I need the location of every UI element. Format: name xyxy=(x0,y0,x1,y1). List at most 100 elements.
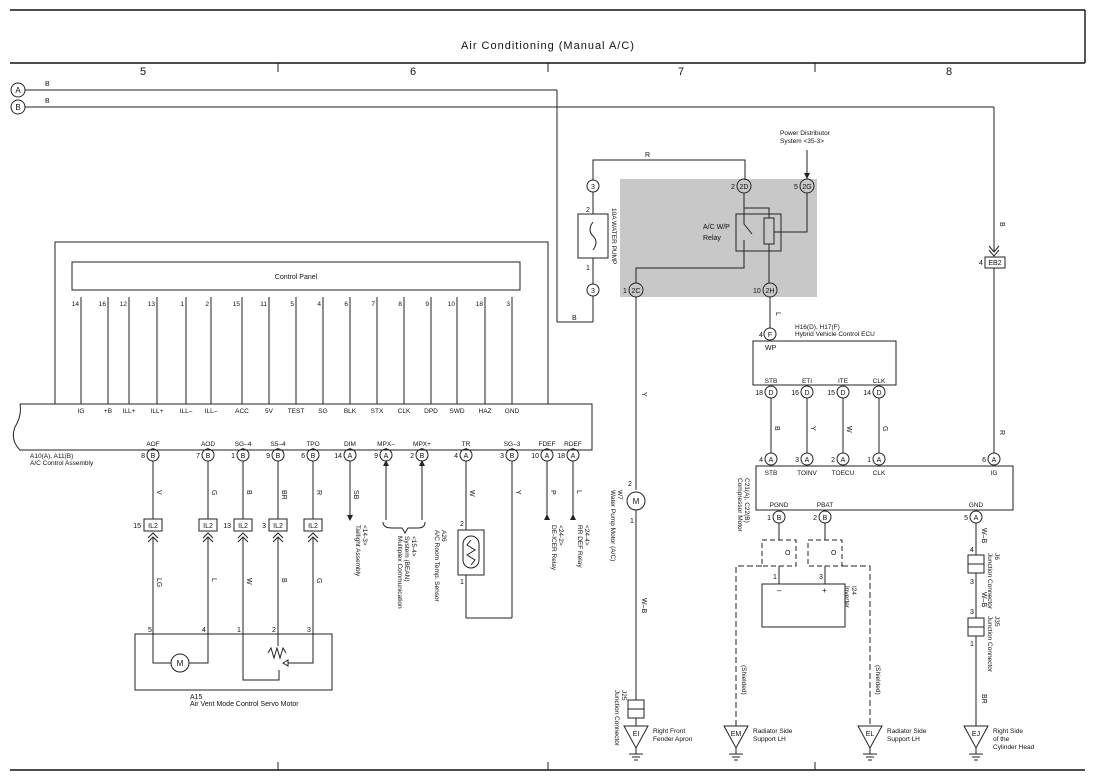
svg-text:RR DEF Relay: RR DEF Relay xyxy=(576,525,583,568)
svg-text:1: 1 xyxy=(623,288,627,295)
svg-text:1: 1 xyxy=(630,518,634,525)
svg-text:B: B xyxy=(773,426,780,431)
column-7: 7 xyxy=(678,66,684,78)
svg-text:4: 4 xyxy=(454,453,458,460)
svg-text:2G: 2G xyxy=(802,184,811,191)
svg-text:Hybrid Vehicle Control ECU: Hybrid Vehicle Control ECU xyxy=(795,331,875,338)
svg-text:2: 2 xyxy=(205,301,209,308)
svg-text:15: 15 xyxy=(133,523,141,530)
svg-text:W–B: W–B xyxy=(980,528,987,544)
svg-text:B: B xyxy=(998,222,1005,227)
svg-text:8: 8 xyxy=(398,301,402,308)
svg-text:ILL+: ILL+ xyxy=(123,408,136,415)
svg-text:3: 3 xyxy=(970,579,974,586)
svg-text:Support LH: Support LH xyxy=(753,736,786,743)
svg-text:Relay: Relay xyxy=(703,235,721,242)
svg-text:B: B xyxy=(45,81,50,88)
svg-text:2H: 2H xyxy=(766,288,775,295)
svg-text:V: V xyxy=(155,490,162,495)
junction-connectors: W–B 4 3 J6 Junction Connector W–B 3 1 J3… xyxy=(967,523,1000,726)
svg-text:6: 6 xyxy=(301,453,305,460)
svg-text:A: A xyxy=(841,457,846,464)
svg-text:IG: IG xyxy=(991,470,998,477)
svg-text:2: 2 xyxy=(586,207,590,214)
ac-wp-relay: 2D 2 2G 5 2C 1 2H 10 A/C W/P Relay Power… xyxy=(623,130,831,298)
ac-control-name: A/C Control Assembly xyxy=(30,460,94,467)
svg-text:G: G xyxy=(315,578,322,583)
svg-text:4: 4 xyxy=(970,547,974,554)
svg-text:DE-ICER Relay: DE-ICER Relay xyxy=(550,525,557,571)
bus-b: B B xyxy=(10,98,995,252)
svg-text:7: 7 xyxy=(196,453,200,460)
svg-text:16: 16 xyxy=(791,390,799,397)
svg-text:A: A xyxy=(974,515,979,522)
svg-text:3: 3 xyxy=(307,627,311,634)
svg-text:ITE: ITE xyxy=(838,378,849,385)
svg-text:3: 3 xyxy=(506,301,510,308)
svg-text:A: A xyxy=(384,453,389,460)
svg-text:5: 5 xyxy=(290,301,294,308)
svg-text:PGND: PGND xyxy=(770,502,789,509)
svg-text:EB2: EB2 xyxy=(988,260,1001,267)
svg-text:SB: SB xyxy=(352,490,359,500)
svg-text:2: 2 xyxy=(410,453,414,460)
svg-text:3: 3 xyxy=(795,457,799,464)
svg-text:ILL–: ILL– xyxy=(205,408,218,415)
svg-text:6: 6 xyxy=(344,301,348,308)
svg-text:DPD: DPD xyxy=(424,408,438,415)
svg-text:Compressor Motor: Compressor Motor xyxy=(736,478,743,533)
hybrid-vehicle-ecu: L F 4 WP H16(D), H17(F) Hybrid Vehicle C… xyxy=(752,297,897,453)
svg-text:1: 1 xyxy=(586,265,590,272)
svg-text:SG–4: SG–4 xyxy=(235,441,252,448)
fuse-water-pump: R 3 3 2 1 10A WATER PUMP B xyxy=(572,152,746,322)
svg-text:B: B xyxy=(777,515,782,522)
svg-text:7: 7 xyxy=(371,301,375,308)
svg-text:B: B xyxy=(45,98,50,105)
svg-text:W: W xyxy=(845,426,852,433)
svg-text:M: M xyxy=(177,659,184,668)
svg-text:J6: J6 xyxy=(993,553,1000,560)
control-bottom-pin: MPX+B2 xyxy=(410,441,431,462)
svg-text:TR: TR xyxy=(462,441,471,448)
svg-text:TPO: TPO xyxy=(306,441,319,448)
svg-text:R: R xyxy=(315,490,322,495)
svg-text:SG: SG xyxy=(318,408,327,415)
svg-text:3: 3 xyxy=(262,523,266,530)
ac-control-assembly: Control Panel 14IG16+B12ILL+13ILL+1ILL–2… xyxy=(12,241,593,500)
svg-text:H16(D), H17(F): H16(D), H17(F) xyxy=(795,324,840,331)
svg-text:10: 10 xyxy=(531,453,539,460)
svg-text:11: 11 xyxy=(260,301,267,308)
svg-text:16: 16 xyxy=(99,301,107,308)
svg-text:5: 5 xyxy=(148,627,152,634)
svg-text:IG: IG xyxy=(78,408,85,415)
svg-text:MPX–: MPX– xyxy=(377,441,395,448)
svg-text:MPX+: MPX+ xyxy=(413,441,431,448)
svg-text:LG: LG xyxy=(155,578,162,587)
svg-text:18: 18 xyxy=(476,301,484,308)
control-panel-label: Control Panel xyxy=(275,274,318,281)
svg-text:B: B xyxy=(151,453,156,460)
svg-text:W–B: W–B xyxy=(980,592,987,608)
svg-text:RDEF: RDEF xyxy=(564,441,582,448)
svg-text:of the: of the xyxy=(993,736,1010,743)
svg-text:(Shielded): (Shielded) xyxy=(740,665,747,695)
svg-text:1: 1 xyxy=(237,627,241,634)
